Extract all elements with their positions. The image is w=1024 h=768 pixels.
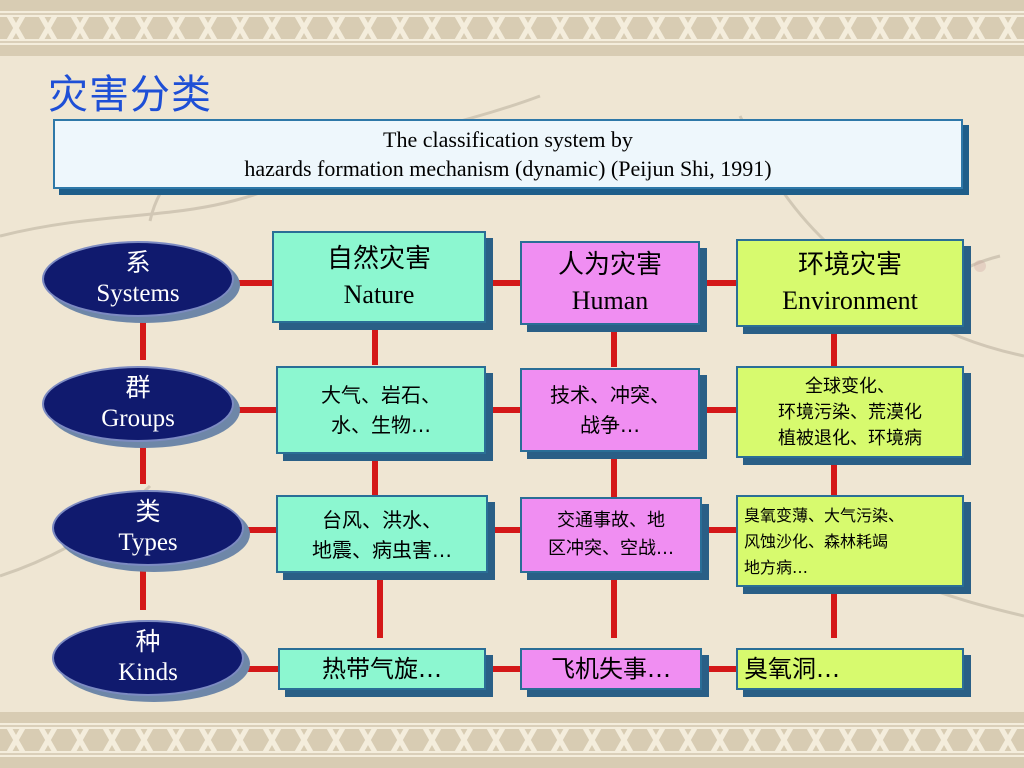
level-groups-en: Groups bbox=[101, 405, 175, 432]
classification-banner: The classification system by hazards for… bbox=[53, 119, 963, 189]
top-decorative-border bbox=[0, 0, 1024, 56]
connector bbox=[611, 325, 617, 367]
env-kind: 臭氧洞… bbox=[744, 655, 840, 683]
connector bbox=[700, 407, 736, 413]
level-systems-zh: 系 bbox=[125, 250, 151, 277]
human-group-line: 战争… bbox=[580, 413, 640, 437]
env-group-line: 环境污染、荒漠化 bbox=[778, 402, 922, 423]
human-system-box: 人为灾害 Human bbox=[520, 241, 700, 325]
connector bbox=[831, 590, 837, 638]
connector bbox=[372, 327, 378, 365]
banner-line-2: hazards formation mechanism (dynamic) (P… bbox=[244, 156, 772, 181]
connector bbox=[140, 444, 146, 484]
env-system-box: 环境灾害 Environment bbox=[736, 239, 964, 327]
level-types-en: Types bbox=[118, 529, 178, 556]
human-kind: 飞机失事… bbox=[551, 655, 671, 683]
env-type-line: 臭氧变薄、大气污染、 bbox=[744, 506, 905, 525]
nature-kind-box: 热带气旋… bbox=[278, 648, 486, 690]
level-kinds-zh: 种 bbox=[135, 629, 161, 656]
human-kind-box: 飞机失事… bbox=[520, 648, 702, 690]
bottom-decorative-border bbox=[0, 712, 1024, 768]
env-group-box: 全球变化、 环境污染、荒漠化 植被退化、环境病 bbox=[736, 366, 964, 458]
connector bbox=[611, 578, 617, 638]
level-groups-zh: 群 bbox=[125, 375, 151, 402]
human-type-line: 区冲突、空战… bbox=[548, 538, 674, 559]
human-type-line: 交通事故、地 bbox=[557, 510, 665, 531]
nature-kind: 热带气旋… bbox=[322, 655, 442, 683]
nature-system-zh: 自然灾害 bbox=[326, 244, 431, 274]
connector bbox=[372, 458, 378, 500]
human-group-line: 技术、冲突、 bbox=[550, 383, 670, 407]
human-type-box: 交通事故、地 区冲突、空战… bbox=[520, 497, 702, 573]
connector bbox=[244, 666, 278, 672]
connector bbox=[490, 527, 522, 533]
connector bbox=[702, 666, 738, 672]
connector bbox=[377, 580, 383, 638]
connector bbox=[236, 280, 272, 286]
connector bbox=[244, 527, 276, 533]
nature-type-box: 台风、洪水、 地震、病虫害… bbox=[276, 495, 488, 573]
connector bbox=[490, 280, 522, 286]
nature-system-en: Nature bbox=[343, 280, 415, 309]
connector bbox=[702, 527, 738, 533]
env-system-en: Environment bbox=[782, 286, 918, 315]
connector bbox=[700, 280, 736, 286]
env-type-line: 地方病… bbox=[744, 558, 809, 577]
env-type-line: 风蚀沙化、森林耗竭 bbox=[744, 532, 889, 551]
env-group-line: 植被退化、环境病 bbox=[778, 428, 922, 449]
env-type-box: 臭氧变薄、大气污染、 风蚀沙化、森林耗竭 地方病… bbox=[736, 495, 964, 587]
connector bbox=[490, 407, 522, 413]
nature-system-box: 自然灾害 Nature bbox=[272, 231, 486, 323]
connector bbox=[611, 452, 617, 500]
nature-type-line: 地震、病虫害… bbox=[312, 538, 452, 562]
env-system-zh: 环境灾害 bbox=[797, 250, 902, 280]
level-kinds-en: Kinds bbox=[118, 659, 178, 686]
env-group-line: 全球变化、 bbox=[805, 376, 895, 397]
page-title: 灾害分类 bbox=[48, 72, 212, 118]
level-groups-oval: 群 Groups bbox=[42, 366, 234, 442]
level-types-zh: 类 bbox=[135, 499, 161, 526]
connector bbox=[831, 460, 837, 496]
level-systems-en: Systems bbox=[96, 280, 180, 307]
connector bbox=[490, 666, 522, 672]
level-systems-oval: 系 Systems bbox=[42, 241, 234, 317]
human-system-zh: 人为灾害 bbox=[557, 250, 662, 280]
connector bbox=[140, 570, 146, 610]
connector bbox=[236, 407, 276, 413]
level-types-oval: 类 Types bbox=[52, 490, 244, 566]
env-kind-box: 臭氧洞… bbox=[736, 648, 964, 690]
nature-group-line: 水、生物… bbox=[331, 413, 431, 437]
human-system-en: Human bbox=[571, 286, 649, 315]
nature-group-box: 大气、岩石、 水、生物… bbox=[276, 366, 486, 454]
banner-line-1: The classification system by bbox=[383, 127, 633, 152]
connector bbox=[140, 318, 146, 360]
human-group-box: 技术、冲突、 战争… bbox=[520, 368, 700, 452]
connector bbox=[831, 330, 837, 366]
nature-type-line: 台风、洪水、 bbox=[322, 508, 442, 532]
nature-group-line: 大气、岩石、 bbox=[321, 383, 441, 407]
level-kinds-oval: 种 Kinds bbox=[52, 620, 244, 696]
